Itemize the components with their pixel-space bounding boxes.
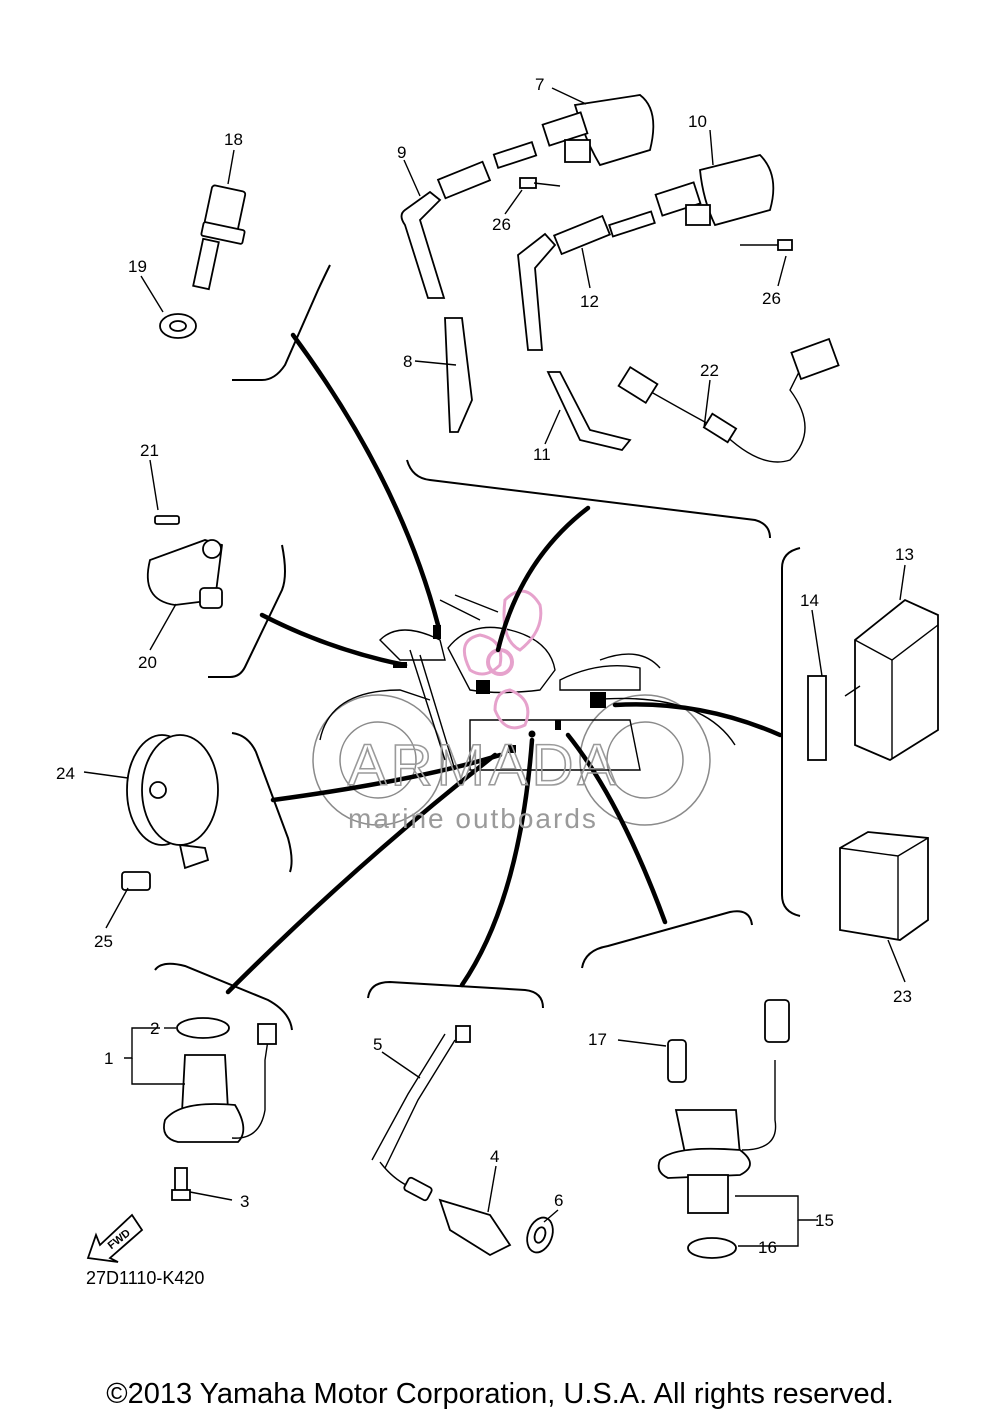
ignition-coils — [492, 94, 793, 251]
oxygen-sensor — [371, 1025, 554, 1257]
crankshaft-position-sensor — [163, 1017, 277, 1201]
horn — [121, 734, 219, 891]
callout-4: 4 — [490, 1147, 499, 1166]
callout-22: 22 — [700, 361, 719, 380]
callout-2: 2 — [150, 1019, 159, 1038]
callout-16: 16 — [758, 1238, 777, 1257]
callout-numbers: 18 19 7 10 9 8 26 11 12 26 22 21 20 13 1… — [56, 75, 914, 1257]
watermark-brand: ARMADA — [348, 733, 620, 798]
callout-8: 8 — [403, 352, 412, 371]
callout-pointers — [83, 87, 906, 1247]
callout-13: 13 — [895, 545, 914, 564]
callout-20: 20 — [138, 653, 157, 672]
callout-21: 21 — [140, 441, 159, 460]
sensor-lead — [617, 337, 840, 463]
callout-6: 6 — [554, 1191, 563, 1210]
callout-5: 5 — [373, 1035, 382, 1054]
group-braces — [154, 264, 801, 1031]
callout-14: 14 — [800, 591, 819, 610]
callout-26-lower: 26 — [762, 289, 781, 308]
fwd-arrow-icon: FWD — [86, 1213, 144, 1263]
watermark-tagline: marine outboards — [348, 803, 598, 834]
callout-11: 11 — [533, 445, 551, 464]
callout-24: 24 — [56, 764, 75, 783]
callout-18: 18 — [224, 130, 243, 149]
callout-26-upper: 26 — [492, 215, 511, 234]
leader-lines — [225, 332, 783, 995]
throttle-position-sensor — [146, 515, 223, 609]
callout-15: 15 — [815, 1211, 834, 1230]
callout-25: 25 — [94, 932, 113, 951]
copyright-notice: ©2013 Yamaha Motor Corporation, U.S.A. A… — [106, 1378, 894, 1410]
electrical-control-units — [807, 598, 939, 941]
speed-sensor — [657, 999, 790, 1259]
callout-10: 10 — [688, 112, 707, 131]
callout-9: 9 — [397, 143, 406, 162]
motorcycle-silhouette — [312, 594, 736, 826]
watermark-logo — [462, 589, 543, 730]
temperature-sensor — [159, 184, 247, 339]
callout-12: 12 — [580, 292, 599, 311]
callout-17: 17 — [588, 1030, 607, 1049]
callout-1: 1 — [104, 1049, 113, 1068]
callout-7: 7 — [535, 75, 544, 94]
callout-3: 3 — [240, 1192, 249, 1211]
diagram-code: 27D1110-K420 — [86, 1268, 205, 1288]
callout-19: 19 — [128, 257, 147, 276]
callout-23: 23 — [893, 987, 912, 1006]
spark-plug-leads — [400, 160, 632, 452]
